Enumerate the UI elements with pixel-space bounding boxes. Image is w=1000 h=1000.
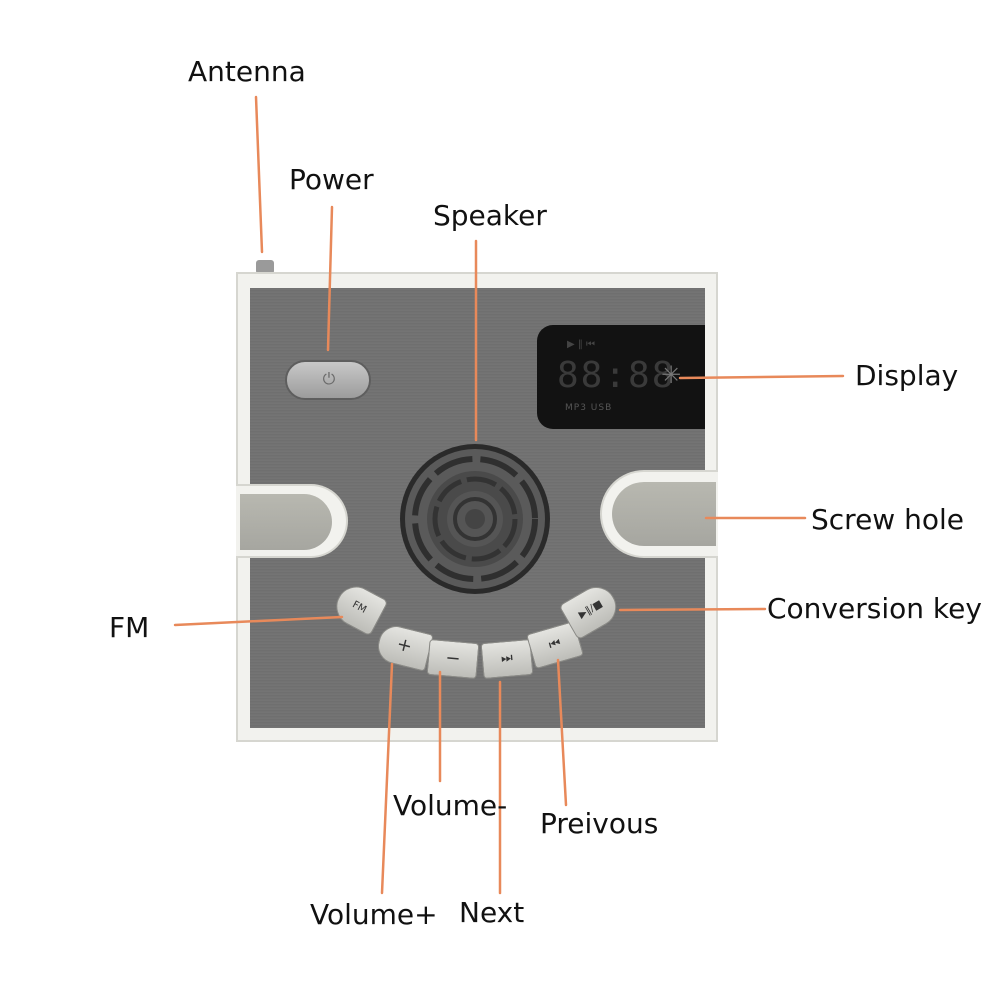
- label-speaker: Speaker: [433, 199, 547, 232]
- display-mode-text: MP3 USB: [565, 403, 613, 413]
- label-preivous: Preivous: [540, 807, 659, 840]
- lcd-display: ▶ ‖ ⏮ 88:88 MP3 USB ✳: [537, 325, 705, 429]
- antenna-stub: [256, 260, 274, 274]
- leader-fm: [173, 615, 344, 627]
- speaker-grille: [400, 444, 550, 594]
- label-volume-plus: Volume+: [310, 898, 438, 931]
- label-volume-minus: Volume-: [393, 789, 508, 822]
- display-digits: 88:88: [557, 355, 676, 396]
- label-next: Next: [459, 896, 525, 929]
- label-screw-hole: Screw hole: [811, 503, 964, 536]
- label-display: Display: [855, 359, 959, 392]
- label-power: Power: [289, 163, 374, 196]
- label-conversion-key: Conversion key: [767, 592, 982, 625]
- leader-power: [326, 205, 334, 352]
- screw-hole-left: [236, 484, 348, 558]
- leader-volume-plus: [380, 662, 394, 895]
- leader-display: [678, 374, 845, 380]
- leader-antenna: [254, 95, 264, 254]
- screw-hole-right: [600, 470, 718, 558]
- display-status-icons: ▶ ‖ ⏮: [567, 339, 596, 350]
- label-fm: FM: [109, 611, 150, 644]
- leader-conversion-key: [618, 607, 767, 612]
- power-button[interactable]: ⏻: [285, 360, 371, 400]
- label-antenna: Antenna: [188, 55, 306, 88]
- power-icon: ⏻: [322, 369, 336, 388]
- leader-preivous: [556, 658, 568, 807]
- sensor-icon: ✳: [661, 361, 682, 389]
